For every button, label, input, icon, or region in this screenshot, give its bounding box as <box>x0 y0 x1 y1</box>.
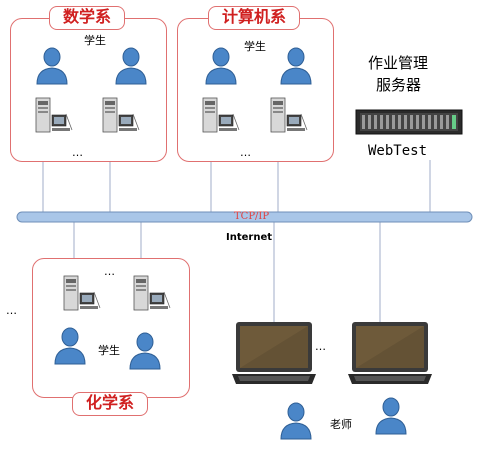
pc-tower-icon <box>63 275 101 311</box>
person-icon <box>280 47 312 85</box>
connection-lines <box>42 160 431 325</box>
person-icon <box>280 402 312 440</box>
laptop-icon <box>348 322 432 384</box>
pc-tower-icon <box>270 97 308 133</box>
laptop-ellipsis: … <box>315 340 326 353</box>
pc-tower-icon <box>35 97 73 133</box>
pc-tower-icon <box>102 97 140 133</box>
server-title-line2: 服务器 <box>376 76 422 94</box>
math-dept-title: 数学系 <box>49 6 125 30</box>
cs-ellipsis: … <box>240 146 251 159</box>
chem-ellipsis: … <box>104 265 115 278</box>
math-dept-box <box>10 18 167 162</box>
person-icon <box>375 397 407 435</box>
laptop-icon <box>232 322 316 384</box>
person-icon <box>36 47 68 85</box>
server-title-line1: 作业管理 <box>368 54 429 72</box>
internet-label: Internet <box>226 232 273 243</box>
chem-dept-title: 化学系 <box>72 392 148 416</box>
rack-server-icon <box>355 109 463 135</box>
protocol-label: TCP/IP <box>234 211 270 222</box>
cs-student-label: 学生 <box>244 40 266 53</box>
network-bus <box>16 211 473 223</box>
more-groups-ellipsis: … <box>6 304 17 317</box>
cs-dept-title: 计算机系 <box>208 6 300 30</box>
server-name: WebTest <box>368 143 428 159</box>
person-icon <box>115 47 147 85</box>
math-student-label: 学生 <box>84 34 106 47</box>
chem-student-label: 学生 <box>98 344 120 357</box>
pc-tower-icon <box>202 97 240 133</box>
teacher-label: 老师 <box>330 418 352 431</box>
math-ellipsis: … <box>72 146 83 159</box>
person-icon <box>54 327 86 365</box>
pc-tower-icon <box>133 275 171 311</box>
person-icon <box>129 332 161 370</box>
cs-dept-box <box>177 18 334 162</box>
person-icon <box>205 47 237 85</box>
